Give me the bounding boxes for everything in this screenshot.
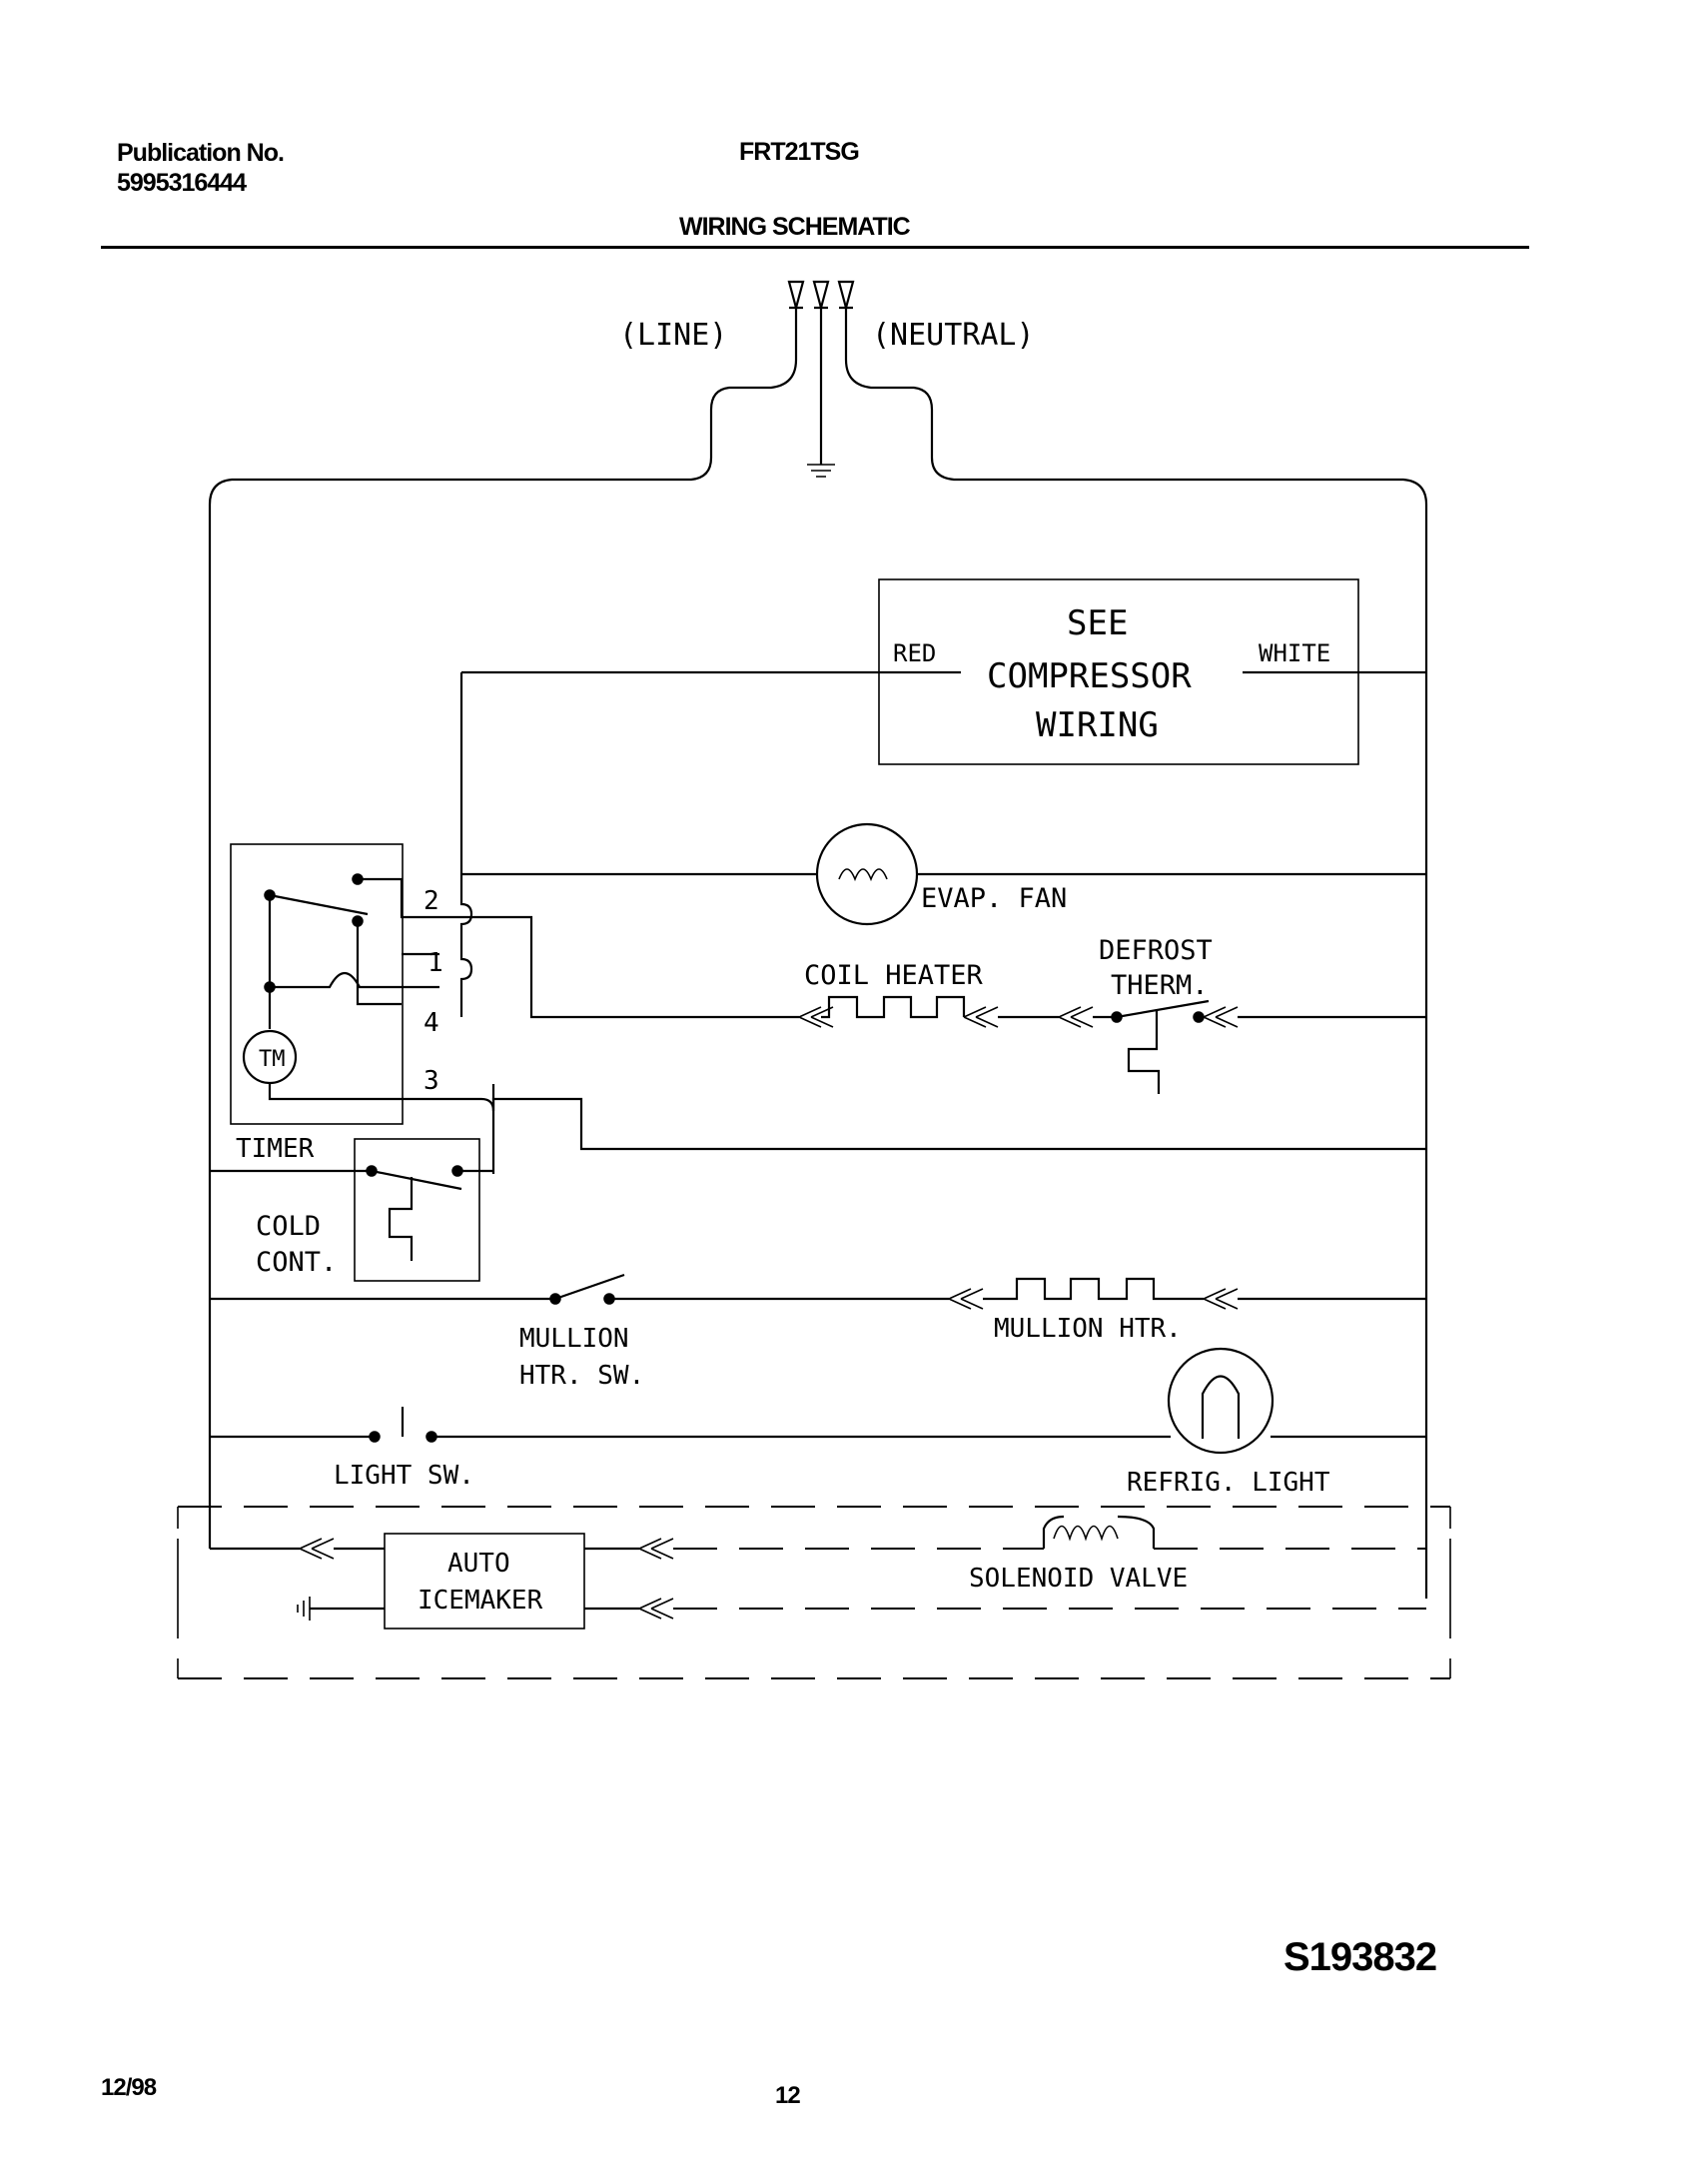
mullion-heater-circuit: [210, 1273, 1426, 1310]
defrost-therm-label-1: DEFROST: [1099, 935, 1213, 966]
mullion-sw-label-2: HTR. SW.: [519, 1361, 644, 1391]
compressor-box: [461, 578, 1426, 765]
light-sw-label: LIGHT SW.: [334, 1461, 474, 1491]
cold-control: [210, 1138, 493, 1282]
figure-id: S193832: [1283, 1935, 1437, 1979]
neutral-label: (NEUTRAL): [872, 318, 1035, 353]
publication-block: Publication No. 5995316444: [117, 138, 285, 198]
page-title: WIRING SCHEMATIC: [679, 213, 911, 241]
evap-fan: [461, 822, 1426, 926]
page-number: 12: [775, 2082, 801, 2109]
mullion-htr-label: MULLION HTR.: [994, 1314, 1182, 1344]
defrost-therm-label-2: THERM.: [1111, 970, 1209, 1001]
coil-heater: [439, 915, 1059, 1028]
timer-terminal-3: 3: [424, 1066, 439, 1096]
timer-motor-label: TM: [259, 1047, 286, 1072]
compressor-label: COMPRESSOR: [987, 656, 1192, 696]
mullion-sw-label-1: MULLION: [519, 1324, 629, 1354]
timer-terminal-2: 2: [424, 886, 439, 916]
solenoid-valve: [1042, 1515, 1426, 1550]
coil-heater-label: COIL HEATER: [804, 960, 984, 991]
compressor-wiring: WIRING: [1036, 705, 1159, 745]
cold-cont-label-2: CONT.: [256, 1247, 337, 1278]
footer-date: 12/98: [101, 2074, 157, 2101]
publication-label: Publication No.: [117, 139, 285, 167]
icemaker-option-box: [177, 1479, 1451, 1679]
light-circuit: [210, 1347, 1426, 1455]
cold-cont-label-1: COLD: [256, 1211, 321, 1242]
power-plug: [208, 280, 1428, 1549]
timer: [230, 843, 439, 1125]
timer-terminal-1: 1: [427, 948, 443, 978]
white-wire-label: WHITE: [1259, 639, 1330, 667]
title-divider: [101, 246, 1529, 249]
auto-icemaker: [210, 1533, 1426, 1630]
line-label: (LINE): [619, 318, 727, 353]
solenoid-valve-label: SOLENOID VALVE: [969, 1564, 1188, 1594]
icemaker-label-1: AUTO: [447, 1549, 510, 1579]
publication-number: 5995316444: [117, 169, 247, 197]
icemaker-label-2: ICEMAKER: [418, 1586, 543, 1616]
model-number: FRT21TSG: [739, 138, 860, 166]
red-wire-label: RED: [893, 639, 936, 667]
compressor-see: SEE: [1067, 603, 1128, 643]
defrost-thermostat: [1058, 999, 1426, 1094]
refrig-light-label: REFRIG. LIGHT: [1127, 1468, 1330, 1498]
evap-fan-label: EVAP. FAN: [921, 883, 1067, 914]
timer-label: TIMER: [236, 1134, 315, 1164]
timer-terminal-4: 4: [424, 1008, 439, 1038]
